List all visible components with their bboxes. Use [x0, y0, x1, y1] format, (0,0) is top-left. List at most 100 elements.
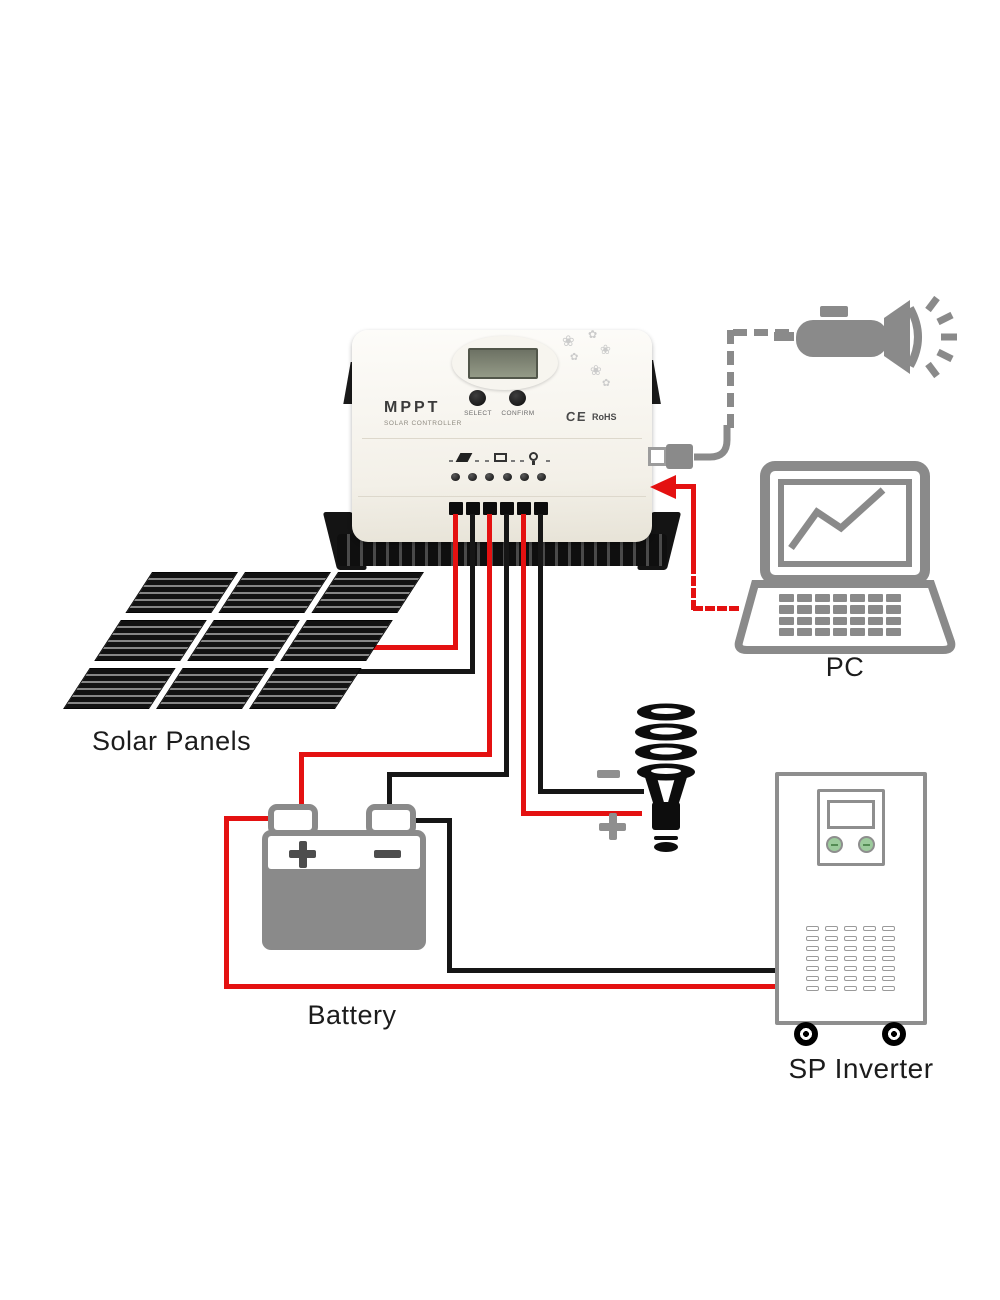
vent-slot	[863, 936, 876, 941]
inverter-positive-wire	[224, 816, 229, 989]
solar-panels-label: Solar Panels	[92, 726, 252, 756]
pv-negative-wire	[338, 669, 475, 674]
vent-slot	[882, 956, 895, 961]
laptop-key	[886, 594, 901, 603]
pc-link-dashed	[693, 606, 739, 611]
inverter-display	[827, 800, 875, 829]
terminal-block	[517, 502, 531, 515]
laptop-key	[814, 616, 830, 625]
pc-label: PC	[825, 652, 865, 682]
laptop-key	[886, 616, 901, 625]
lamp-plus-icon	[609, 813, 617, 840]
battery-negative-wire	[387, 772, 509, 777]
laptop-key	[779, 627, 794, 636]
terminal-screw	[502, 473, 512, 481]
inverter-body	[775, 772, 927, 1025]
vent-slot	[825, 966, 838, 971]
inverter-label: SP Inverter	[788, 1053, 934, 1084]
vent-slot	[806, 936, 819, 941]
vent-slot	[806, 986, 819, 991]
vent-slot	[882, 936, 895, 941]
vent-slot	[825, 926, 838, 931]
laptop-key	[779, 594, 794, 603]
load-negative-wire	[538, 789, 644, 794]
inverter-negative-wire	[447, 818, 452, 973]
load-lamp-icon	[532, 461, 535, 465]
vent-slot	[844, 986, 857, 991]
laptop-key	[832, 605, 848, 614]
pc-link-wire	[674, 484, 696, 489]
solar-panel-array	[63, 572, 424, 709]
inverter-button-line	[863, 844, 870, 846]
laptop-key	[850, 627, 866, 636]
battery-plus-icon	[299, 841, 307, 868]
vent-slot	[844, 976, 857, 981]
inverter-control-panel	[817, 789, 885, 866]
terminal-block	[449, 502, 463, 515]
vent-slot	[806, 946, 819, 951]
laptop-key	[868, 627, 884, 636]
laptop-key	[796, 594, 812, 603]
select-button-label: SELECT	[464, 410, 492, 417]
vent-slot	[882, 986, 895, 991]
inverter-wheel-icon	[794, 1022, 818, 1046]
vent-slot	[882, 976, 895, 981]
laptop-key	[868, 605, 884, 614]
solar-panel	[249, 668, 362, 709]
laptop-key	[850, 594, 866, 603]
solar-panel	[311, 572, 424, 613]
vent-slot	[844, 936, 857, 941]
com-port-arrow-icon	[650, 475, 676, 499]
laptop-key	[814, 605, 830, 614]
vent-slot	[882, 946, 895, 951]
vent-slot	[806, 966, 819, 971]
laptop-key	[814, 594, 830, 603]
vent-slot	[863, 926, 876, 931]
terminal-screw	[451, 473, 460, 481]
laptop-key	[832, 627, 848, 636]
terminal-block	[534, 502, 548, 515]
inverter-positive-wire	[224, 984, 778, 989]
controller-crease	[362, 438, 642, 439]
inverter-wheel-icon	[882, 1022, 906, 1046]
terminal-block	[500, 502, 514, 515]
load-positive-wire	[521, 514, 526, 816]
controller-crease	[358, 496, 646, 497]
polarity-tick	[546, 460, 550, 462]
brand-label: MPPT	[384, 399, 441, 416]
laptop-key	[796, 605, 812, 614]
vent-slot	[882, 966, 895, 971]
laptop-key	[814, 627, 830, 636]
laptop-key	[796, 616, 812, 625]
vent-slot	[825, 956, 838, 961]
inverter-vent-grid	[806, 926, 895, 991]
terminal-block	[483, 502, 497, 515]
vent-slot	[844, 926, 857, 931]
vent-slot	[863, 976, 876, 981]
confirm-button	[509, 390, 526, 406]
vent-slot	[844, 946, 857, 951]
usb-plug-icon	[666, 444, 693, 469]
select-button	[469, 390, 486, 406]
battery-label: Battery	[307, 1000, 397, 1030]
flower-decor-icon: ✿	[570, 352, 579, 363]
vent-slot	[882, 926, 895, 931]
ce-mark: CE	[565, 409, 588, 424]
vent-slot	[806, 956, 819, 961]
polarity-tick	[449, 460, 453, 462]
pv-negative-wire	[470, 514, 475, 674]
usb-cable	[694, 425, 731, 461]
battery-positive-wire	[299, 752, 304, 810]
vent-slot	[806, 926, 819, 931]
laptop-key	[886, 605, 901, 614]
terminal-screw	[468, 473, 478, 481]
vent-slot	[863, 986, 876, 991]
inverter-button	[858, 836, 875, 853]
polarity-tick	[520, 460, 524, 462]
pc-link-dashed	[691, 564, 696, 610]
solar-panel	[280, 620, 393, 661]
cfl-bulb-icon	[635, 703, 697, 852]
laptop-key	[832, 594, 848, 603]
load-lamp-icon	[529, 452, 538, 461]
